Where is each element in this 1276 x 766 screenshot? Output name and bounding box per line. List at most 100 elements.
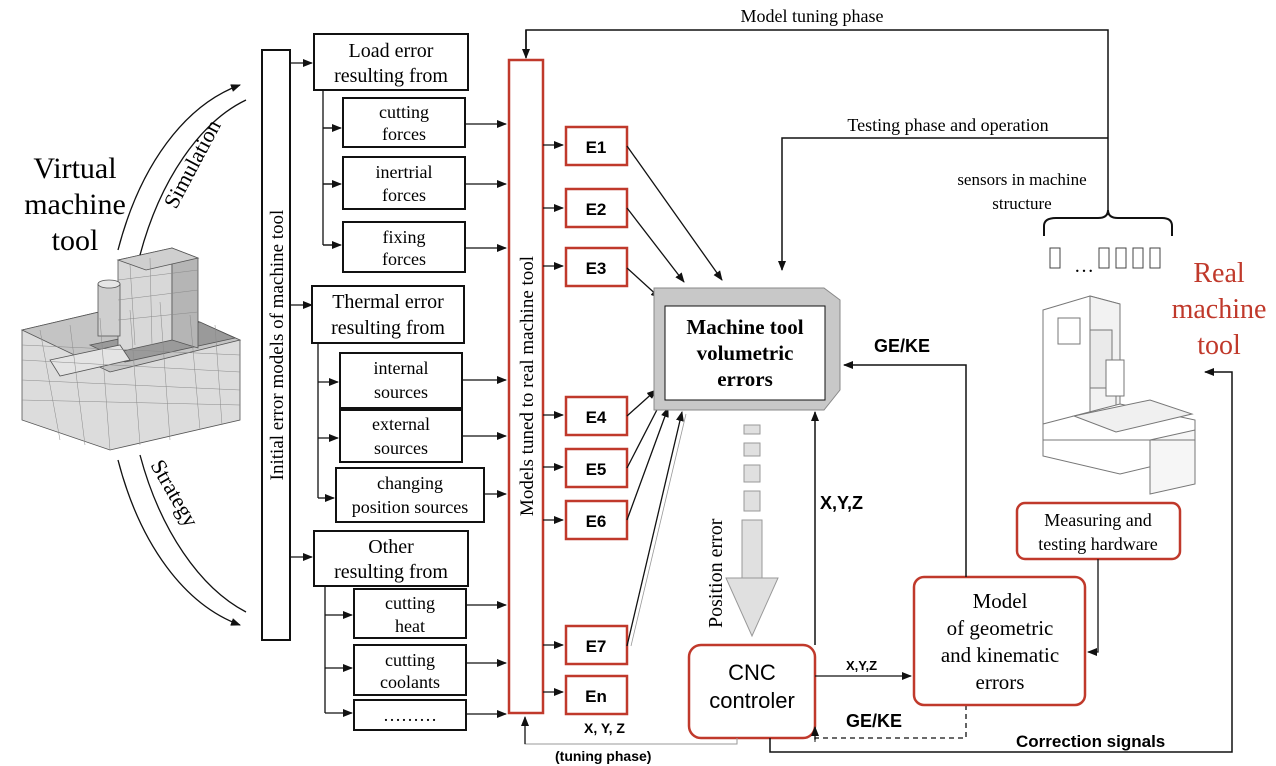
- geke-top-label: GE/KE: [874, 336, 930, 356]
- e3-box: [564, 246, 629, 288]
- load-item-1-line2: forces: [382, 124, 426, 144]
- thermal-error-group: Thermal error resulting from internal so…: [311, 285, 485, 523]
- inertrial-forces-box: [342, 156, 466, 210]
- sensors-label-line1: sensors in machine: [957, 170, 1086, 189]
- fixing-forces-box: [342, 221, 466, 273]
- model-geo-line4: errors: [976, 670, 1025, 694]
- model-geo-line2: of geometric: [947, 616, 1054, 640]
- cnc-line1: CNC: [728, 660, 776, 685]
- measuring-hardware-box: Measuring and testing hardware: [1015, 501, 1182, 561]
- other-item-3-line1: ………: [383, 705, 437, 725]
- internal-sources-box: [339, 352, 463, 409]
- simulation-arc: Simulation: [117, 84, 247, 256]
- other-item-1-line2: heat: [395, 616, 425, 636]
- other-item-2-line1: cutting: [385, 650, 435, 670]
- measuring-line2: testing hardware: [1038, 534, 1157, 554]
- thermal-header-line2: resulting from: [331, 317, 445, 339]
- testing-phase-label: Testing phase and operation: [847, 115, 1048, 135]
- e6-label: E6: [586, 512, 607, 531]
- sensor-brace: [1043, 209, 1173, 236]
- thermal-item-3-line2: position sources: [352, 497, 469, 517]
- external-sources-box: [339, 409, 463, 463]
- load-item-3-line1: fixing: [383, 227, 426, 247]
- volumetric-line2: volumetric: [697, 341, 794, 365]
- sensor-dots: …: [1074, 255, 1094, 277]
- thermal-item-1-line2: sources: [374, 382, 428, 402]
- item-to-tuned-arrows: [462, 120, 507, 718]
- e2-box: [564, 187, 629, 229]
- tuned-models-label: Models tuned to real machine tool: [517, 256, 538, 516]
- model-tuning-label: Model tuning phase: [741, 6, 884, 26]
- virtual-machine-tool: Virtual machine tool: [24, 152, 126, 257]
- other-item-1-line1: cutting: [385, 593, 435, 613]
- real-tool-line2: machine: [1172, 294, 1267, 325]
- real-tool-line1: Real: [1193, 258, 1245, 289]
- correction-signals-label: Correction signals: [1016, 732, 1165, 751]
- volumetric-line1: Machine tool: [686, 315, 803, 339]
- virtual-tool-line3: tool: [52, 224, 99, 257]
- strategy-label: Strategy: [146, 455, 204, 531]
- machine-tool-mesh-icon: [20, 247, 242, 451]
- load-item-2-line2: forces: [382, 185, 426, 205]
- initial-models-box: Initial error models of machine tool: [261, 49, 291, 641]
- position-error-arrow: [725, 424, 779, 638]
- real-machine-tool: Real machine tool: [1172, 258, 1267, 361]
- changing-position-sources-box: [335, 467, 485, 523]
- cutting-heat-box: [353, 588, 467, 639]
- load-header-box: [313, 33, 469, 91]
- volumetric-line3: errors: [717, 367, 773, 391]
- xyz-tuning-label: X, Y, Z: [584, 720, 625, 736]
- tuned-models-box: Models tuned to real machine tool: [507, 58, 545, 715]
- virtual-tool-line1: Virtual: [33, 152, 116, 185]
- tuning-phase-label: (tuning phase): [555, 748, 651, 764]
- xyz-big-label: X,Y,Z: [820, 493, 863, 513]
- load-item-3-line2: forces: [382, 249, 426, 269]
- more-sources-box: [353, 699, 467, 731]
- e7-label: E7: [586, 637, 607, 656]
- measuring-line1: Measuring and: [1044, 510, 1151, 530]
- e2-label: E2: [586, 200, 607, 219]
- other-item-2-line2: coolants: [380, 672, 440, 692]
- load-item-1-line1: cutting: [379, 102, 429, 122]
- en-box: [564, 674, 629, 716]
- load-header-line1: Load error: [349, 40, 434, 62]
- xyz-small-label: X,Y,Z: [846, 658, 877, 673]
- model-geo-line1: Model: [973, 589, 1028, 613]
- geke-bottom-label: GE/KE: [846, 711, 902, 731]
- real-machine-tool-icon: [1042, 295, 1196, 495]
- position-error-label: Position error: [705, 518, 727, 628]
- thermal-item-2-line1: external: [372, 414, 430, 434]
- thermal-header-box: [311, 285, 465, 344]
- thermal-header-line1: Thermal error: [332, 291, 444, 313]
- simulation-label: Simulation: [158, 115, 225, 212]
- load-error-group: Load error resulting from cutting forces…: [313, 33, 469, 273]
- error-boxes: E1 E2 E3 E4 E5 E6 E7 En: [543, 125, 629, 716]
- strategy-arc: Strategy: [117, 454, 247, 626]
- cnc-controler-box: CNC controler: [687, 643, 817, 740]
- real-tool-line3: tool: [1197, 330, 1241, 361]
- e6-box: [564, 499, 629, 541]
- model-geo-line3: and kinematic: [941, 643, 1059, 667]
- other-header-line2: resulting from: [334, 561, 448, 583]
- cutting-forces-box: [342, 97, 466, 148]
- other-header-box: [313, 530, 469, 587]
- thermal-item-2-line2: sources: [374, 438, 428, 458]
- e4-label: E4: [586, 408, 607, 427]
- load-header-line2: resulting from: [334, 65, 448, 87]
- cnc-line2: controler: [709, 688, 795, 713]
- cutting-coolants-box: [353, 644, 467, 696]
- e3-label: E3: [586, 259, 607, 278]
- e1-label: E1: [586, 138, 607, 157]
- e7-box: [564, 624, 629, 666]
- other-header-line1: Other: [368, 536, 414, 558]
- load-item-2-line1: inertrial: [376, 162, 433, 182]
- en-label: En: [585, 687, 607, 706]
- sensors-label-line2: structure: [992, 194, 1051, 213]
- other-error-group: Other resulting from cutting heat cuttin…: [313, 530, 469, 731]
- thermal-item-1-line1: internal: [374, 358, 429, 378]
- initial-models-label: Initial error models of machine tool: [267, 210, 288, 481]
- volumetric-errors-box: Machine tool volumetric errors: [653, 287, 841, 411]
- sensor-icons: [1049, 247, 1161, 269]
- thermal-item-3-line1: changing: [377, 473, 443, 493]
